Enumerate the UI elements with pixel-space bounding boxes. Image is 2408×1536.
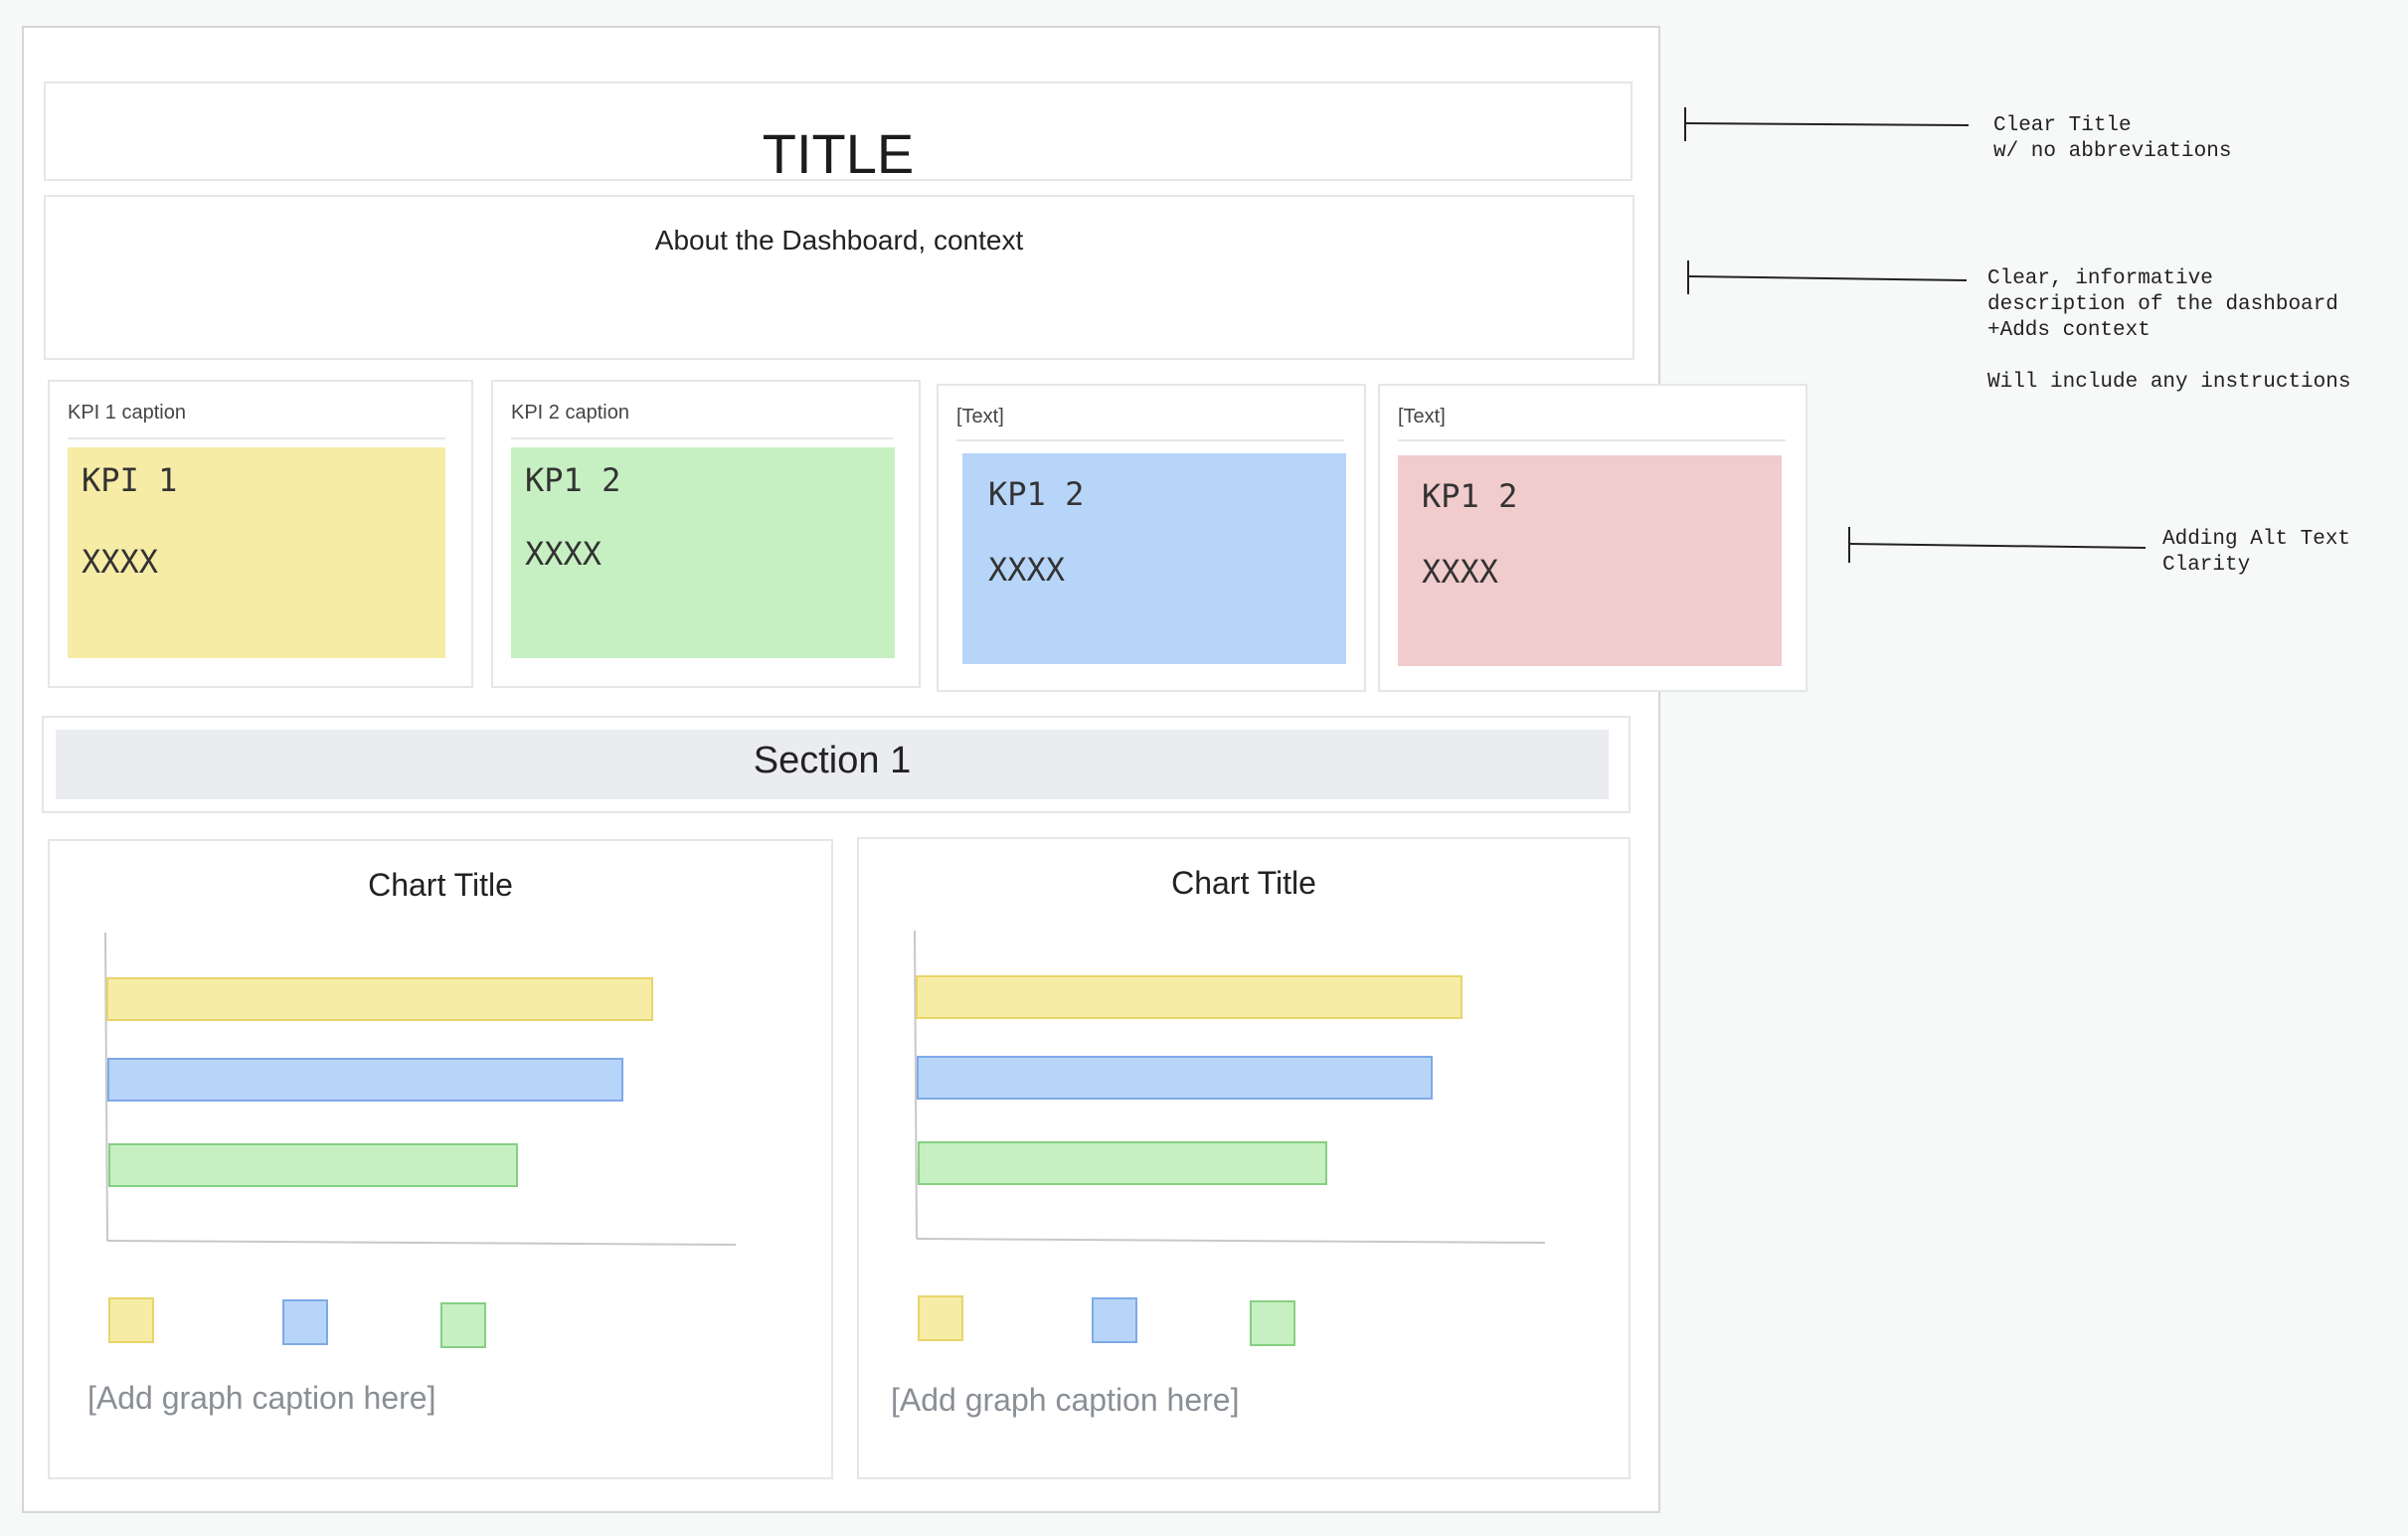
kpi-tile-4: KP1 2 XXXX bbox=[1398, 455, 1782, 666]
kpi-value: XXXX bbox=[82, 543, 159, 581]
bar-3 bbox=[918, 1141, 1327, 1185]
kpi-tile-2: KP1 2 XXXX bbox=[511, 447, 895, 658]
annotation-pointer-3 bbox=[1848, 527, 2147, 563]
chart-title: Chart Title bbox=[368, 867, 513, 903]
kpi-divider bbox=[511, 437, 893, 439]
bar-1 bbox=[916, 975, 1462, 1019]
annotation-about-note: Clear, informative description of the da… bbox=[1987, 267, 2351, 394]
x-axis bbox=[916, 1238, 1546, 1244]
bar-3 bbox=[108, 1143, 518, 1187]
kpi-card-1: KPI 1 caption KPI 1 XXXX bbox=[48, 380, 473, 688]
kpi-label: KP1 2 bbox=[988, 475, 1085, 513]
graph-caption: [Add graph caption here] bbox=[87, 1380, 436, 1416]
annotation-alt-text-note: Adding Alt Text Clarity bbox=[2162, 528, 2351, 577]
x-axis bbox=[106, 1240, 737, 1246]
kpi-label: KP1 2 bbox=[525, 461, 621, 499]
legend-swatch-3 bbox=[1250, 1300, 1295, 1346]
y-axis bbox=[914, 930, 918, 1240]
kpi-caption: [Text] bbox=[1398, 406, 1446, 427]
about-text: About the Dashboard, context bbox=[654, 225, 1024, 256]
bar-2 bbox=[107, 1058, 623, 1102]
kpi-divider bbox=[956, 439, 1344, 441]
kpi-divider bbox=[1398, 439, 1786, 441]
section-box: Section 1 bbox=[42, 716, 1631, 813]
kpi-caption: KPI 2 caption bbox=[511, 402, 629, 424]
bar-2 bbox=[917, 1056, 1433, 1100]
kpi-label: KPI 1 bbox=[82, 461, 178, 499]
legend-swatch-1 bbox=[918, 1295, 963, 1341]
about-box: About the Dashboard, context bbox=[44, 195, 1634, 360]
kpi-value: XXXX bbox=[525, 535, 602, 573]
kpi-card-2: KPI 2 caption KP1 2 XXXX bbox=[491, 380, 921, 688]
kpi-card-3: [Text] KP1 2 XXXX bbox=[937, 384, 1366, 692]
kpi-caption: KPI 1 caption bbox=[68, 402, 186, 424]
section-bar: Section 1 bbox=[56, 730, 1609, 799]
graph-caption: [Add graph caption here] bbox=[891, 1382, 1240, 1418]
legend-swatch-2 bbox=[1092, 1297, 1137, 1343]
chart-card-2: Chart Title [Add graph caption here] bbox=[857, 837, 1631, 1479]
section-title: Section 1 bbox=[753, 740, 912, 781]
dashboard-frame: TITLE About the Dashboard, context KPI 1… bbox=[22, 26, 1807, 1513]
annotation-pointer-1 bbox=[1684, 107, 1970, 141]
kpi-divider bbox=[68, 437, 445, 439]
kpi-caption: [Text] bbox=[956, 406, 1004, 427]
legend-swatch-2 bbox=[282, 1299, 328, 1345]
legend-swatch-3 bbox=[440, 1302, 486, 1348]
bar-chart bbox=[104, 932, 737, 1348]
kpi-card-4: [Text] KP1 2 XXXX bbox=[1378, 384, 1807, 692]
annotation-title-note: Clear Title w/ no abbreviations bbox=[1993, 114, 2232, 163]
kpi-value: XXXX bbox=[988, 551, 1066, 589]
kpi-tile-3: KP1 2 XXXX bbox=[962, 453, 1346, 664]
annotation-pointer-2 bbox=[1687, 260, 1968, 294]
kpi-label: KP1 2 bbox=[1422, 477, 1518, 515]
bar-chart bbox=[914, 930, 1546, 1346]
bar-1 bbox=[106, 977, 653, 1021]
chart-title: Chart Title bbox=[1171, 865, 1316, 901]
kpi-tile-1: KPI 1 XXXX bbox=[68, 447, 445, 658]
y-axis bbox=[104, 932, 108, 1242]
legend-swatch-1 bbox=[108, 1297, 154, 1343]
title-box: TITLE bbox=[44, 82, 1633, 185]
kpi-value: XXXX bbox=[1422, 553, 1499, 591]
dashboard-title: TITLE bbox=[762, 122, 915, 185]
chart-card-1: Chart Title [Add graph caption here] bbox=[48, 839, 833, 1479]
